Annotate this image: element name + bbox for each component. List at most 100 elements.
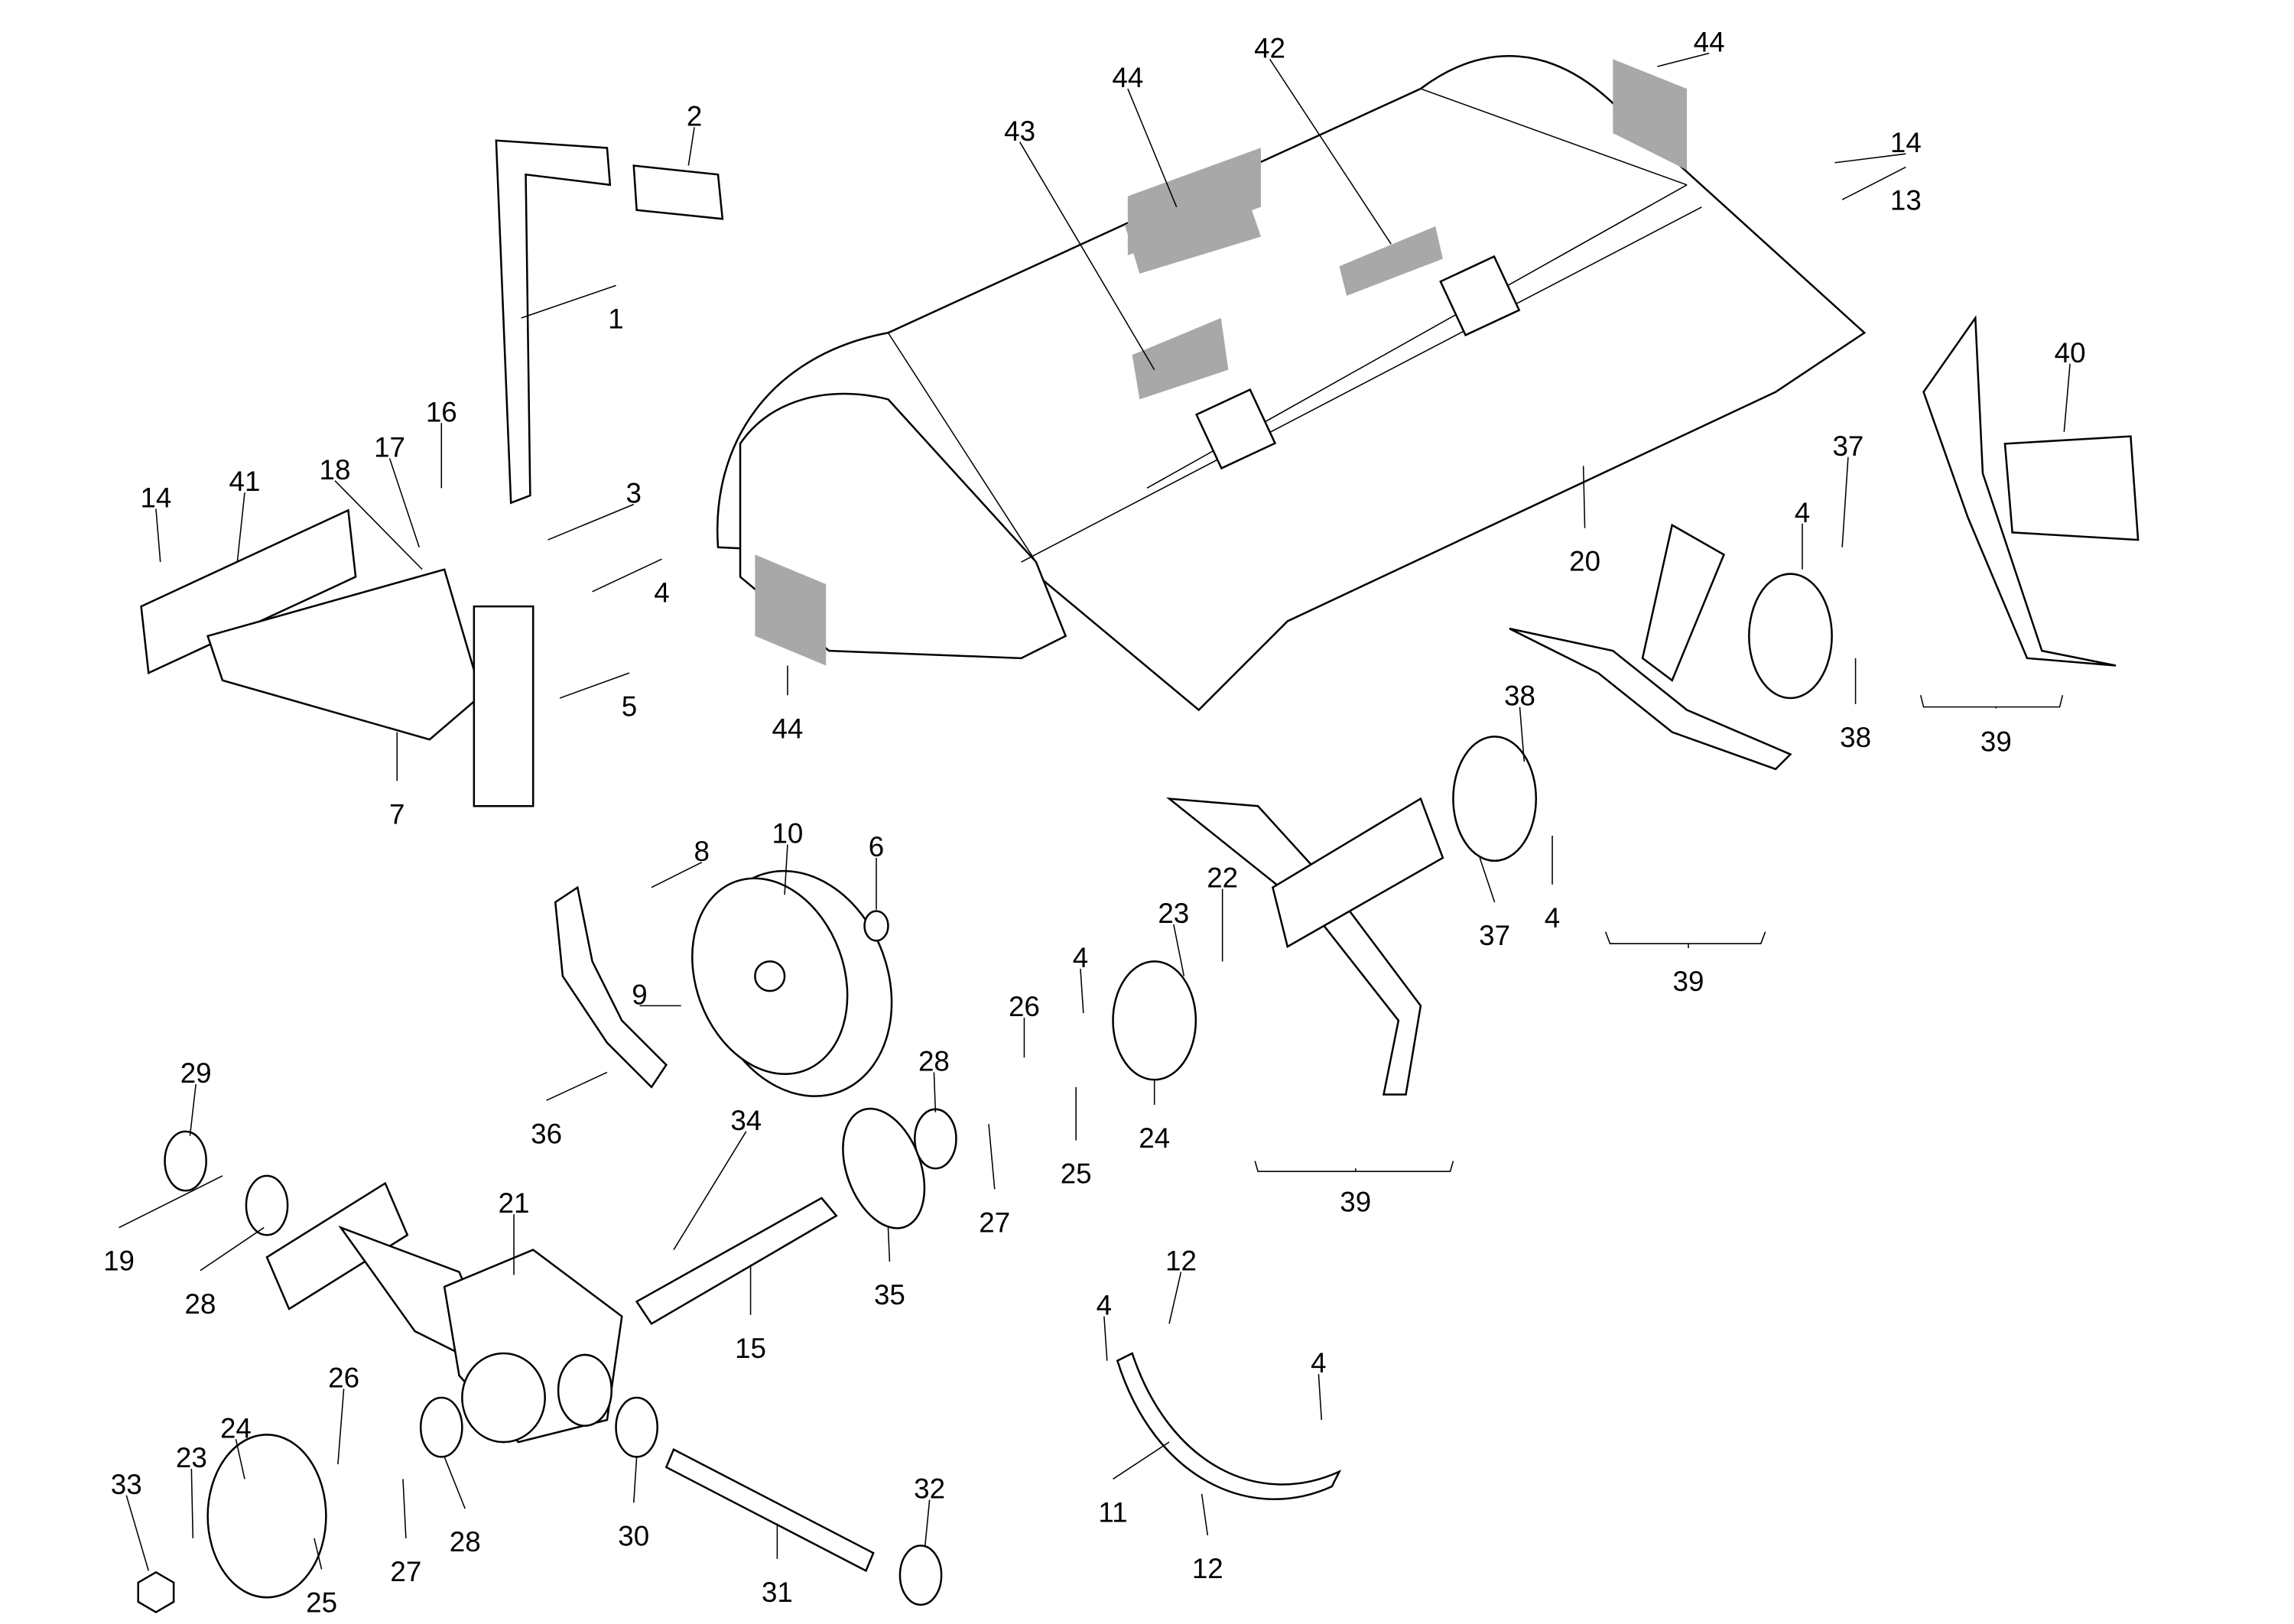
leader-line (189, 1083, 197, 1136)
flange-37 (1452, 736, 1538, 862)
nut-33 (137, 1570, 175, 1613)
leader-line (1019, 141, 1155, 371)
callout-4: 4 (654, 577, 669, 608)
leader-line (155, 508, 161, 563)
decal-44-left (755, 554, 827, 666)
leader-line (314, 1538, 323, 1570)
callout-27: 27 (979, 1207, 1010, 1238)
leader-line (1479, 857, 1496, 903)
callout-10: 10 (772, 818, 803, 849)
leader-line (1201, 1493, 1209, 1536)
leader-line (1168, 1272, 1182, 1324)
leader-line (334, 480, 423, 570)
seal-29 (164, 1130, 207, 1192)
callout-20: 20 (1569, 546, 1600, 577)
cap-32 (898, 1544, 943, 1606)
callout-11: 11 (1098, 1497, 1127, 1528)
leader-line (1834, 153, 1906, 164)
tine-set-39 (1166, 797, 1422, 1096)
callout-38: 38 (1840, 722, 1871, 753)
callout-32: 32 (914, 1473, 945, 1505)
callout-4: 4 (1311, 1347, 1326, 1379)
callout-42: 42 (1254, 32, 1285, 63)
callout-25: 25 (1061, 1158, 1092, 1190)
callout-13: 13 (1890, 185, 1922, 216)
callout-34: 34 (730, 1105, 762, 1136)
callout-44: 44 (1112, 62, 1143, 93)
shaft-15 (635, 1197, 838, 1325)
shaft-31 (664, 1447, 875, 1573)
callout-40: 40 (2055, 337, 2086, 369)
callout-21: 21 (499, 1187, 530, 1219)
gearbox-21 (265, 1181, 623, 1444)
bearing-28 (245, 1174, 289, 1236)
callout-1: 1 (608, 303, 623, 334)
callout-16: 16 (426, 396, 457, 427)
callout-25: 25 (306, 1587, 337, 1619)
leader-line (933, 1072, 937, 1112)
callout-15: 15 (735, 1333, 766, 1364)
callout-44: 44 (1694, 27, 1725, 58)
callout-12: 12 (1192, 1553, 1223, 1584)
hinge-icon (1439, 255, 1521, 336)
leader-line (559, 672, 630, 699)
tine-hub-40 (2003, 435, 2140, 541)
callout-37: 37 (1479, 920, 1510, 951)
callout-38: 38 (1504, 680, 1535, 712)
bracket-39-lower (1254, 1161, 1454, 1172)
leader-line (1127, 88, 1178, 208)
wheel-10 (691, 869, 893, 1097)
leader-line (402, 1479, 407, 1538)
callout-33: 33 (111, 1469, 142, 1500)
leader-line (1841, 456, 1849, 547)
guard-11 (1116, 1352, 1342, 1500)
leader-line (784, 844, 788, 895)
leader-line (444, 1457, 466, 1509)
leader-line (1103, 1316, 1108, 1361)
leader-line (651, 862, 703, 888)
callout-22: 22 (1207, 862, 1238, 894)
callout-27: 27 (390, 1556, 421, 1587)
tine-hub-39 (1271, 797, 1444, 948)
leader-line (548, 503, 635, 541)
leader-line (924, 1499, 931, 1546)
leader-line (1173, 924, 1185, 976)
callout-44: 44 (772, 713, 803, 744)
bearing-30 (615, 1396, 658, 1458)
leader-line (988, 1124, 996, 1190)
tine-set-39 (1509, 627, 1792, 771)
leader-line (337, 1389, 345, 1465)
callout-28: 28 (450, 1526, 481, 1557)
decal-42 (1339, 226, 1443, 296)
callout-14: 14 (1890, 127, 1922, 158)
callout-24: 24 (1139, 1122, 1170, 1154)
callout-14: 14 (140, 482, 171, 514)
leader-line (190, 1468, 194, 1538)
leader-line (1318, 1374, 1323, 1421)
callout-3: 3 (626, 478, 642, 509)
bracket-vertical (473, 605, 535, 807)
bearing-28 (914, 1108, 957, 1170)
callout-23: 23 (1158, 898, 1189, 929)
leader-line (687, 127, 695, 166)
bracket-39-mid (1604, 931, 1766, 944)
callout-4: 4 (1073, 942, 1088, 973)
callout-2: 2 (687, 100, 702, 132)
callout-23: 23 (176, 1442, 207, 1473)
bearing-28 (419, 1396, 463, 1458)
wheel-arm-36 (554, 885, 668, 1089)
callout-28: 28 (918, 1046, 950, 1077)
washer-6 (863, 910, 889, 942)
callout-30: 30 (618, 1520, 649, 1551)
leader-line (1269, 58, 1392, 245)
callout-19: 19 (103, 1246, 135, 1277)
callout-29: 29 (180, 1057, 212, 1089)
leader-line (632, 1457, 638, 1503)
depth-bar (495, 139, 612, 505)
leader-line (1582, 466, 1586, 528)
callout-31: 31 (762, 1577, 793, 1608)
leader-line (1080, 968, 1084, 1014)
callout-6: 6 (869, 831, 884, 862)
callout-12: 12 (1165, 1246, 1197, 1277)
callout-8: 8 (694, 836, 710, 867)
